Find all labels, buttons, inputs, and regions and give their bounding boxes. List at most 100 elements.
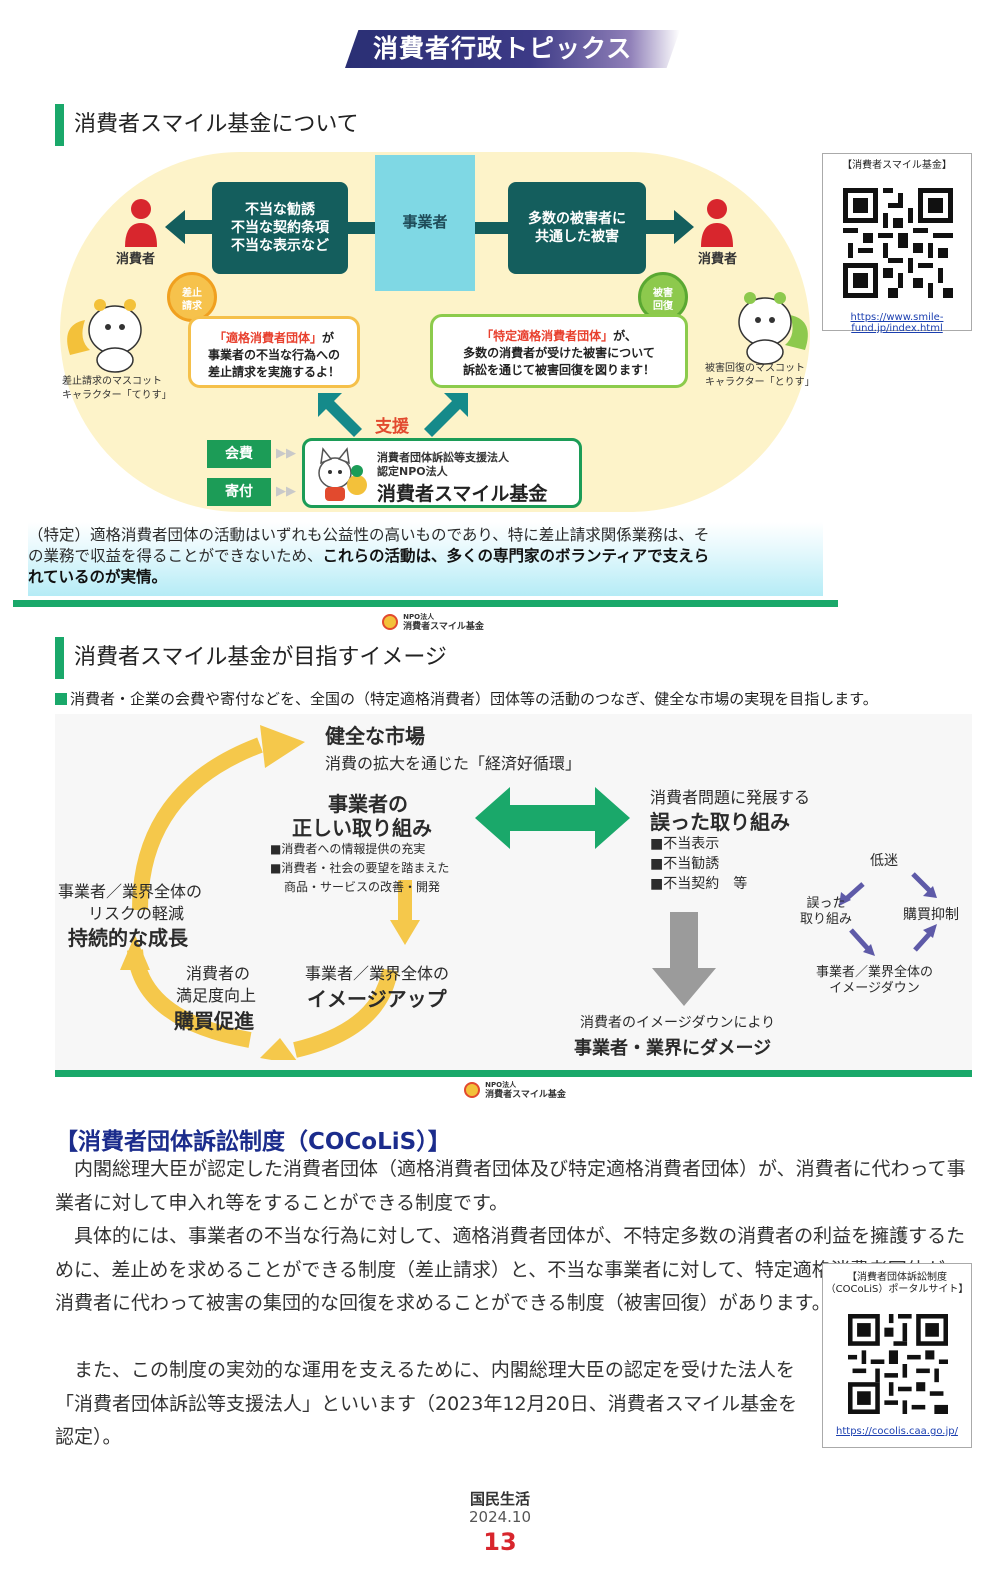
- arrow-connector-icon: [474, 222, 510, 234]
- arrow-right-icon: [644, 210, 694, 244]
- paragraph: また、この制度の実効的な運用を支えるために、内閣総理大臣の認定を受けた法人を「消…: [55, 1359, 798, 1449]
- section1-title: 消費者スマイル基金について: [55, 104, 359, 146]
- arrow-connector-icon: [346, 222, 378, 234]
- list-item: ■消費者・社会の要望を踏まえた: [270, 861, 450, 875]
- risk-label: リスクの軽減: [88, 904, 185, 923]
- note-text: の業務で収益を得ることができないため、: [28, 547, 323, 565]
- cycle-text: イメージダウン: [829, 981, 920, 996]
- fund-logo: NPO法人 消費者スマイル基金: [382, 612, 484, 632]
- speech-bubble-right: 「特定適格消費者団体」が、 多数の消費者が受けた被害について 訴訟を通じて被害回…: [430, 314, 688, 388]
- mascot-text: 差止請求のマスコット: [62, 376, 162, 387]
- note-bold-text: これらの活動は、多くの専門家のボランティアで支えら: [322, 547, 710, 565]
- consumer-right-icon: [701, 199, 733, 247]
- cycle-text: 取り組み: [800, 912, 853, 927]
- logo-name: 消費者スマイル基金: [485, 1090, 566, 1100]
- badge-text: 被害: [653, 288, 673, 299]
- note-bold-text: れているのが実情。: [28, 568, 168, 586]
- mascot-right-label: 被害回復のマスコット キャラクター「とりす」: [705, 362, 815, 390]
- paragraph-text: 具体的には、事業者の不当な行為に対して、適格消費者団体が、不特定多数の消費者の利…: [55, 1225, 966, 1315]
- support-arrow-left-icon: [318, 393, 362, 437]
- donation-tag: 寄付: [207, 478, 271, 506]
- membership-fee-tag: 会費: [207, 440, 271, 468]
- mascot-text: キャラクター「とりす」: [705, 377, 815, 388]
- slump-label: 低迷: [870, 853, 898, 869]
- common-damage-box: 多数の被害者に 共通した被害: [508, 182, 646, 274]
- right-effort-title: 事業者の: [328, 792, 408, 816]
- fund-subtitle: 認定NPO法人: [377, 465, 448, 478]
- fund-subtitle: 消費者団体訴訟等支援法人: [377, 451, 509, 464]
- down-arrow-icon: [652, 912, 716, 1006]
- qr-code-icon[interactable]: [848, 1314, 948, 1414]
- healthy-market-title: 健全な市場: [325, 724, 425, 748]
- fund-logo-icon: [382, 614, 398, 630]
- header-banner: 消費者行政トピックス: [345, 30, 680, 68]
- wrong-effort-list: ■不当表示 ■不当勧誘 ■不当契約 等: [650, 834, 747, 894]
- badge-text: 差止: [182, 288, 202, 299]
- section2-intro: 消費者・企業の会費や寄付などを、全国の（特定適格消費者）団体等の活動のつなぎ、健…: [55, 688, 878, 709]
- image-up-title: イメージアップ: [307, 987, 447, 1011]
- issue-date: 2024.10: [468, 1508, 532, 1526]
- speech-text: 事業者の不当な行為への: [207, 348, 340, 362]
- mascot-text: 被害回復のマスコット: [705, 363, 805, 374]
- wrong-cycle-label: 誤った 取り組み: [800, 896, 852, 928]
- chevron-right-icon: ▶▶: [276, 446, 296, 461]
- logo-top: NPO法人: [485, 1081, 517, 1089]
- qr-title: （COCoLiS）ポータルサイト】: [825, 1284, 969, 1295]
- qr-link[interactable]: https://cocolis.caa.go.jp/: [836, 1426, 958, 1437]
- arrow-left-icon: [165, 210, 215, 244]
- squirrel-mascot-left-icon: [67, 299, 142, 373]
- cycle-text: 事業者／業界全体の: [816, 965, 934, 980]
- fund-name: 消費者スマイル基金: [377, 483, 548, 505]
- smile-fund-box: 消費者団体訴訟等支援法人 認定NPO法人 消費者スマイル基金: [302, 438, 582, 508]
- unfair-line: 不当な表示など: [231, 238, 329, 254]
- list-item: 商品・サービスの改善・開発: [284, 880, 441, 894]
- badge-text: 請求: [182, 301, 202, 312]
- purchase-label: 購買促進: [174, 1009, 254, 1033]
- cat-mascot-icon: [318, 447, 367, 501]
- image-up-label: 事業者／業界全体の: [305, 964, 450, 983]
- consumer-left-label: 消費者: [116, 252, 156, 267]
- cycle-text: 誤った: [806, 896, 846, 911]
- double-arrow-icon: [475, 787, 630, 849]
- right-effort-list: ■消費者への情報提供の充実 ■消費者・社会の要望を踏まえた 商品・サービスの改善…: [270, 840, 449, 897]
- growth-label: 持続的な成長: [68, 926, 188, 950]
- section2-title: 消費者スマイル基金が目指すイメージ: [55, 637, 447, 679]
- qr-link[interactable]: https://www.smile-fund.jp/index.html: [850, 312, 944, 334]
- speech-bubble-left: 「適格消費者団体」が 事業者の不当な行為への 差止請求を実施するよ！: [188, 316, 360, 388]
- satisfaction-label: 消費者の: [186, 964, 251, 983]
- speech-text: が、: [613, 329, 637, 343]
- page-number: 13: [483, 1528, 517, 1556]
- note-line: （特定）適格消費者団体の活動はいずれも公益性の高いものであり、特に差止請求関係業…: [28, 526, 710, 544]
- list-item: ■不当表示: [650, 836, 720, 852]
- qr-code-icon[interactable]: [843, 188, 953, 298]
- list-item: ■不当勧誘: [650, 856, 720, 872]
- qr-card-cocolis: 【消費者団体訴訟制度 （COCoLiS）ポータルサイト】 https://coc…: [822, 1263, 972, 1448]
- right-effort-title: 正しい取り組み: [292, 816, 432, 840]
- speech-text: 訴訟を通じて被害回復を図ります！: [462, 363, 655, 377]
- unfair-practices-box: 不当な勧誘 不当な契約条項 不当な表示など: [212, 182, 348, 274]
- list-item: ■不当契約 等: [650, 876, 748, 892]
- intro-text: 消費者・企業の会費や寄付などを、全国の（特定適格消費者）団体等の活動のつなぎ、健…: [70, 690, 878, 708]
- decline-cycle-icon: [839, 872, 937, 956]
- consumer-right-label: 消費者: [698, 252, 738, 267]
- qr-title: 【消費者団体訴訟制度: [847, 1272, 947, 1283]
- paragraph: 具体的には、事業者の不当な行為に対して、適格消費者団体が、不特定多数の消費者の利…: [55, 1220, 973, 1321]
- speech-text: 多数の消費者が受けた被害について: [463, 346, 655, 360]
- business-box: 事業者: [375, 155, 475, 291]
- support-arrow-right-icon: [424, 393, 468, 437]
- qr-card-smile-fund: 【消費者スマイル基金】 https://www.smile-fund.jp/in…: [822, 153, 972, 334]
- mascot-text: キャラクター「てりす」: [62, 390, 172, 401]
- squirrel-mascot-right-icon: [738, 292, 808, 365]
- badge-text: 回復: [653, 301, 673, 312]
- qr-title: 【消費者スマイル基金】: [842, 160, 952, 171]
- damage-line: 共通した被害: [535, 229, 619, 245]
- wrong-effort-title: 誤った取り組み: [650, 810, 790, 834]
- list-item: ■消費者への情報提供の充実: [270, 842, 426, 856]
- note-box: （特定）適格消費者団体の活動はいずれも公益性の高いものであり、特に差止請求関係業…: [28, 522, 823, 596]
- support-label: 支援: [375, 417, 409, 437]
- speech-text: が: [322, 331, 335, 345]
- mascot-left-label: 差止請求のマスコット キャラクター「てりす」: [62, 375, 172, 403]
- divider-line: [55, 1070, 972, 1077]
- damage-title: 事業者・業界にダメージ: [574, 1038, 772, 1059]
- injunction-badge: 差止 請求: [167, 272, 217, 322]
